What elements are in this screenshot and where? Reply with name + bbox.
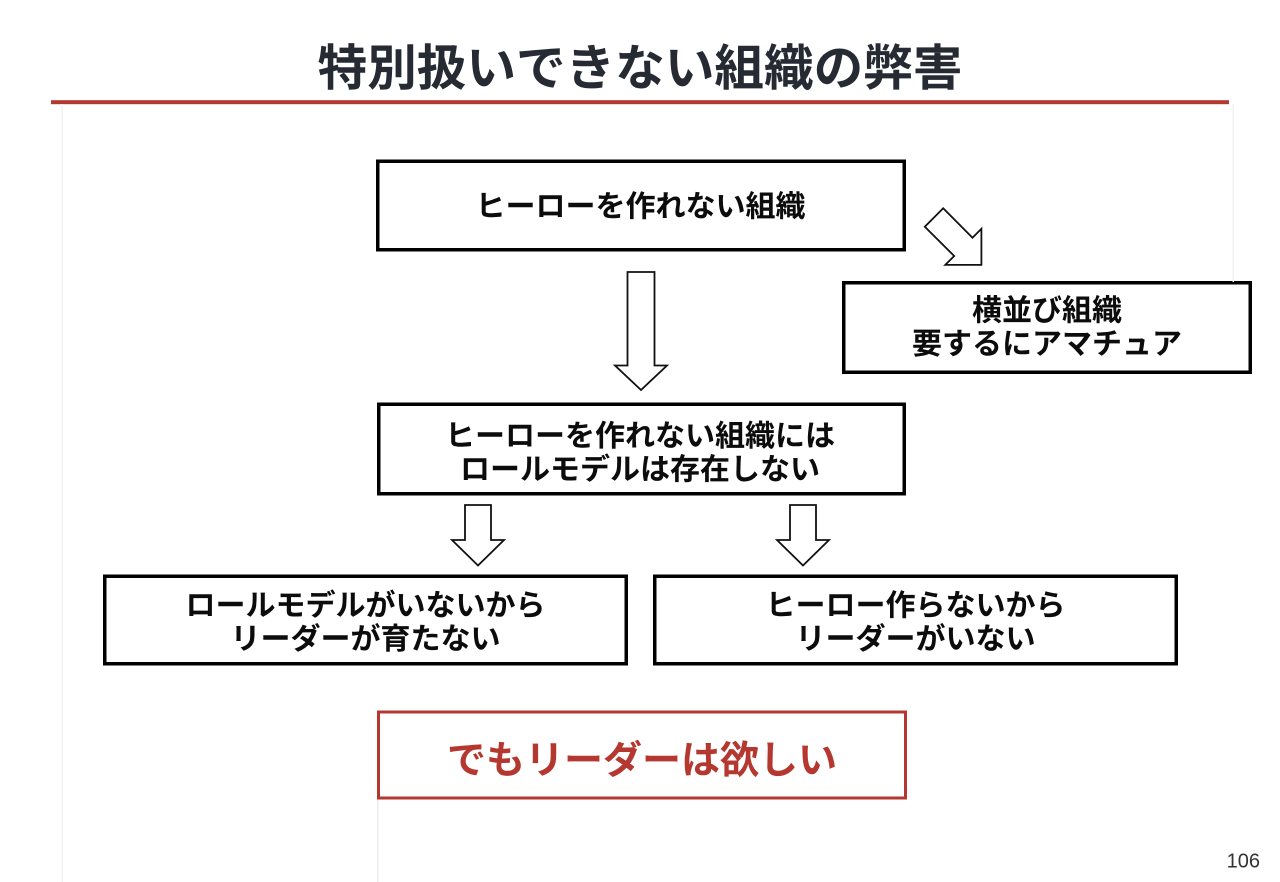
svg-text:106: 106 (1227, 851, 1260, 873)
